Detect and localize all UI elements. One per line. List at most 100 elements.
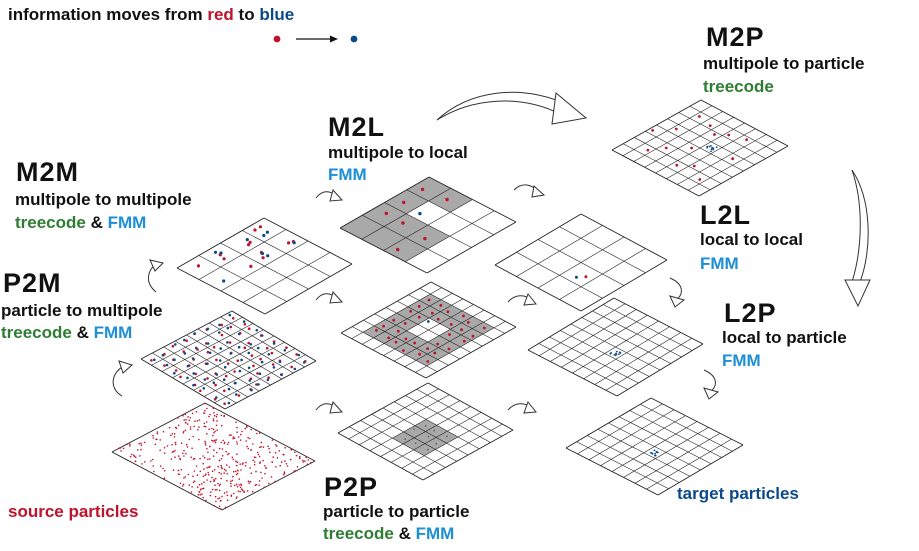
m2l-interaction-grid-dot [447, 347, 451, 351]
m2m-grid-dot [249, 264, 253, 268]
p2m-grid-dot [256, 346, 260, 350]
source-grid-particle [225, 470, 227, 472]
m2p-grid-line [622, 143, 711, 191]
source-grid-particle [207, 451, 209, 454]
source-grid-particle [237, 436, 240, 438]
source-grid-particle [293, 470, 295, 473]
m2l-interaction-grid-dot [382, 324, 385, 328]
source-grid-particle [218, 489, 221, 492]
p2m-grid-line [174, 340, 260, 392]
p2m-grid-dot [222, 378, 226, 382]
p2p-grid [337, 382, 514, 481]
m2l-subtitle: multipole to local [328, 143, 468, 162]
source-grid-particle [237, 470, 239, 472]
source-grid-particle [180, 442, 183, 444]
m2l-interaction-grid-dot [413, 341, 417, 345]
source-grid-particle [226, 473, 228, 475]
m2l-interaction-grid-line [363, 319, 449, 366]
source-grid-particle [208, 415, 210, 418]
p2p-grid-line [412, 423, 503, 475]
source-grid-particle [236, 453, 238, 456]
target-grid [565, 397, 744, 496]
m2p-grid-dot [675, 163, 679, 167]
source-grid-particle [202, 462, 204, 465]
arrow-l2p-to-target-head [703, 387, 720, 400]
source-grid-particle [241, 488, 243, 490]
source-grid-particle [216, 420, 218, 422]
p2p-grid-line [401, 417, 492, 469]
source-grid-particle [173, 433, 176, 435]
l2p-grid-line [616, 343, 704, 397]
m2l-interaction-grid-dot [426, 320, 430, 323]
source-grid-particle [271, 461, 273, 463]
p2m-grid-dot [203, 378, 207, 381]
source-grid-particle [197, 493, 200, 496]
source-grid [111, 402, 316, 511]
m2p-grid-dot [727, 133, 731, 137]
source-grid-particle [285, 463, 288, 465]
arrow-m2m-to-m2l [315, 188, 344, 202]
legend-blue-word: blue [259, 5, 295, 24]
p2p-grid-line [371, 413, 457, 462]
p2m-grid-line [140, 358, 226, 410]
m2p-grid-line [645, 130, 733, 178]
source-grid-particle [240, 433, 242, 436]
source-grid-particle [228, 434, 231, 437]
source-grid-particle [246, 445, 248, 448]
source-grid-particle [177, 417, 179, 419]
source-grid-particle [226, 494, 229, 497]
m2l-interaction-grid [340, 281, 517, 379]
m2p-grid-dot [745, 138, 748, 142]
source-grid-particle [220, 458, 223, 460]
source-grid-particle [179, 457, 181, 460]
arrow-m2l-to-l2l-head [531, 185, 546, 198]
source-grid-line [204, 402, 316, 462]
source-grid-particle [226, 480, 228, 482]
legend-blue-dot [350, 35, 358, 43]
m2m-grid-dot [260, 252, 265, 256]
p2m-grid-dot [255, 328, 259, 332]
source-grid-particle [139, 455, 141, 457]
p2m-grid-dot [228, 313, 232, 317]
source-grid-particle [262, 446, 265, 448]
p2m-grid-dot [223, 389, 226, 393]
arrow-m2l-to-l2l [513, 184, 546, 198]
source-grid-particle [223, 442, 226, 445]
source-grid-particle [247, 480, 250, 483]
p2p-grid-dot [404, 438, 406, 440]
source-grid-particle [213, 469, 216, 471]
source-grid-particle [307, 459, 309, 461]
source-grid-particle [185, 453, 187, 455]
source-grid-particle [174, 441, 177, 444]
p2m-grid-dot [223, 365, 227, 369]
m2p-grid-line [677, 134, 767, 185]
p2p-methods: treecode & FMM [323, 524, 454, 544]
source-grid-particle [284, 460, 286, 462]
m2p-grid-line [656, 124, 744, 172]
p2m-grid-dot [206, 350, 210, 354]
p2m-grid-dot [267, 376, 270, 380]
source-grid-particle [264, 472, 266, 475]
p2m-grid-dot [183, 352, 187, 355]
target-grid-line [623, 427, 709, 478]
l2l-grid-line [494, 264, 582, 312]
source-grid-particle [216, 488, 218, 491]
source-grid-particle [248, 437, 251, 440]
source-grid-particle [174, 449, 176, 452]
source-grid-particle [204, 442, 207, 444]
source-grid-particle [211, 488, 214, 491]
source-grid-particle [259, 461, 261, 463]
source-grid-particle [213, 412, 215, 414]
source-grid-particle [241, 489, 244, 492]
source-grid-particle [189, 428, 192, 430]
source-grid-particle [258, 480, 261, 482]
source-grid-particle [204, 444, 207, 446]
source-grid-particle [129, 455, 132, 458]
p2p-grid-dot [427, 448, 429, 451]
p2m-grid-line [224, 360, 317, 410]
l2p-grid-line [570, 323, 661, 371]
source-grid-particle [236, 443, 238, 445]
source-grid-particle [208, 428, 210, 431]
source-grid-particle [174, 443, 177, 446]
p2m-grid-dot [193, 332, 196, 335]
